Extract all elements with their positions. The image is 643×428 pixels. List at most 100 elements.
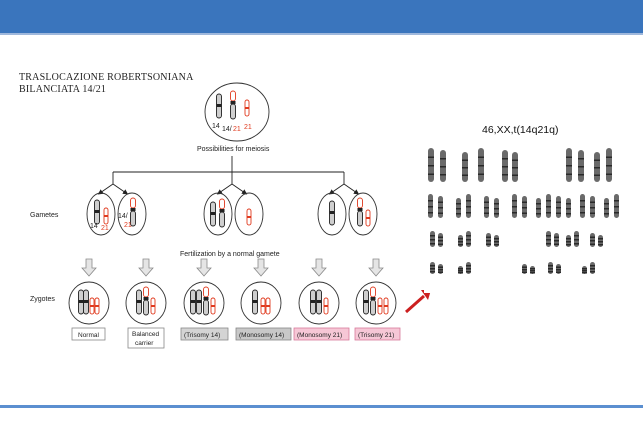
- karyotype-band: [494, 213, 499, 215]
- karyotype-band: [530, 270, 535, 272]
- karyotype-band: [438, 212, 443, 214]
- zygote-balanced: [125, 281, 167, 325]
- karyotype-band: [530, 268, 535, 270]
- karyotype-band: [428, 212, 433, 214]
- zygote-monosomy-14: [240, 281, 282, 325]
- parent-label-14-21b: 21: [233, 126, 241, 133]
- karyotype-band: [430, 265, 435, 267]
- karyotype-band: [430, 243, 435, 245]
- parent-label-21: 21: [244, 124, 252, 131]
- outcome-balanced-label-1: Balanced: [132, 331, 159, 338]
- karyotype-band: [456, 213, 461, 215]
- karyotype-band: [440, 158, 446, 160]
- karyotype-band: [478, 165, 484, 167]
- karyotype-band: [590, 236, 595, 238]
- karyotype-band: [502, 158, 508, 160]
- karyotype-band: [606, 165, 612, 167]
- karyotype-band: [486, 243, 491, 245]
- gamete-1: 14 21: [86, 192, 116, 236]
- karyotype-band: [594, 159, 600, 161]
- zygote-trisomy-14: [183, 281, 225, 325]
- outcome-box-balanced: [127, 327, 165, 349]
- karyotype-band: [440, 166, 446, 168]
- karyotype-band: [566, 156, 572, 158]
- karyotype-band: [466, 206, 471, 208]
- karyotype-band: [462, 159, 468, 161]
- karyotype-band: [486, 240, 491, 242]
- karyotype-band: [546, 243, 551, 245]
- karyotype-band: [598, 241, 603, 243]
- zygote-monosomy-21: [298, 281, 340, 325]
- karyotype-band: [466, 212, 471, 214]
- karyotype-band: [614, 206, 619, 208]
- karyotype-band: [466, 243, 471, 245]
- karyotype-band: [578, 158, 584, 160]
- karyotype-band: [484, 201, 489, 203]
- karyotype-band: [580, 200, 585, 202]
- karyotype-band: [484, 207, 489, 209]
- gamete-3: [203, 192, 233, 236]
- outcome-boxes: Normal Balanced carrier (Trisomy 14) (Mo…: [71, 327, 401, 349]
- karyotype-band: [438, 240, 443, 242]
- karyotype-band: [438, 243, 443, 245]
- karyotype-band: [430, 271, 435, 273]
- karyotype-band: [494, 238, 499, 240]
- karyotype-band: [522, 201, 527, 203]
- karyotype-band: [566, 173, 572, 175]
- karyotype-band: [580, 206, 585, 208]
- karyotype-band: [428, 206, 433, 208]
- karyotype-band: [574, 235, 579, 237]
- karyotype-band: [546, 212, 551, 214]
- outcome-box-normal: [71, 327, 106, 341]
- karyotype-band: [494, 241, 499, 243]
- slide-title: TRASLOCAZIONE ROBERTSONIANA BILANCIATA 1…: [19, 72, 194, 96]
- karyotype-band: [566, 244, 571, 246]
- fertilization-label: Fertilization by a normal gamete: [180, 251, 280, 258]
- karyotype-band: [430, 235, 435, 237]
- karyotype-label: 46,XX,t(14q21q): [482, 124, 559, 136]
- karyotype-band: [566, 213, 571, 215]
- karyotype-band: [466, 200, 471, 202]
- karyotype-band: [462, 167, 468, 169]
- karyotype-band: [522, 271, 527, 273]
- karyotype-band: [614, 200, 619, 202]
- karyotype-band: [604, 213, 609, 215]
- karyotype-band: [456, 208, 461, 210]
- karyotype-band: [438, 271, 443, 273]
- outcome-box-trisomy-21: [354, 327, 401, 341]
- karyotype-band: [478, 173, 484, 175]
- karyotype-band: [556, 269, 561, 271]
- outcome-balanced-label-2: carrier: [135, 340, 154, 347]
- karyotype-band: [556, 271, 561, 273]
- karyotype-band: [574, 243, 579, 245]
- meiosis-tree: [97, 156, 360, 195]
- outcome-normal-label: Normal: [78, 332, 100, 339]
- gamete-2: 14/ 21: [117, 192, 147, 236]
- karyotype-band: [590, 268, 595, 270]
- fertilization-arrows: [81, 258, 384, 277]
- karyotype-band: [566, 203, 571, 205]
- karyotype-band: [556, 207, 561, 209]
- karyotype-band: [512, 212, 517, 214]
- red-pointer-arrow: [405, 290, 431, 314]
- karyotype-band: [536, 208, 541, 210]
- karyotype-band: [522, 212, 527, 214]
- gamete-label-14-21b: 21: [124, 222, 132, 229]
- karyotype-band: [428, 200, 433, 202]
- outcome-trisomy-21-label: (Trisomy 21): [358, 332, 394, 339]
- karyotype-band: [466, 239, 471, 241]
- zygote-trisomy-21: [355, 281, 397, 325]
- karyotype-band: [554, 240, 559, 242]
- karyotype-band: [440, 174, 446, 176]
- outcome-monosomy-21-label: (Monosomy 21): [297, 332, 342, 339]
- karyotype-band: [606, 156, 612, 158]
- karyotype-band: [466, 265, 471, 267]
- karyotype-band: [604, 203, 609, 205]
- karyotype-band: [580, 212, 585, 214]
- karyotype-band: [438, 201, 443, 203]
- karyotype-band: [494, 244, 499, 246]
- karyotype-band: [428, 165, 434, 167]
- karyotype-band: [484, 212, 489, 214]
- gamete-label-14-21: 14/: [118, 213, 128, 220]
- karyotype-band: [502, 166, 508, 168]
